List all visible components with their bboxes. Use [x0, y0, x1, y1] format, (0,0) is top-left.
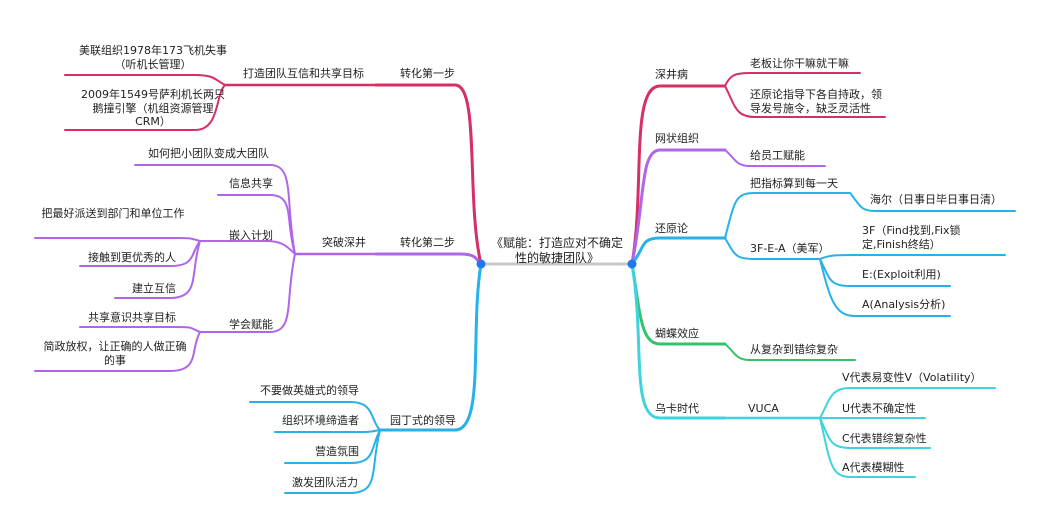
edge-embed-child3: [114, 240, 201, 299]
edge-root-step1: [374, 83, 483, 266]
node-vuca-era[interactable]: 乌卡时代: [655, 402, 699, 415]
node-gardener-item3[interactable]: 营造氛围: [315, 445, 359, 458]
node-daily-metrics[interactable]: 把指标算到每一天: [750, 177, 838, 190]
node-trust-item2[interactable]: 2009年1549号萨利机长两只鹅撞引擎（机组资源管理CRM）: [81, 88, 225, 128]
node-embed-child2[interactable]: 接触到更优秀的人: [88, 251, 176, 264]
node-info-share[interactable]: 信息共享: [229, 177, 273, 190]
edge-wells-item2: [217, 194, 296, 255]
edge-trust-item2: [64, 84, 226, 131]
edge-gardener-item4: [284, 429, 381, 494]
node-haier[interactable]: 海尔（日事日毕日事日清）: [870, 193, 1002, 206]
node-deepwell-item1[interactable]: 老板让你干嘛就干嘛: [750, 57, 849, 70]
edge-reduction-item2: [724, 237, 821, 260]
node-embed-child3[interactable]: 建立互信: [132, 282, 176, 295]
edge-network-item1: [724, 149, 826, 167]
edge-trust-item1: [64, 74, 226, 86]
node-network-item1[interactable]: 给员工赋能: [750, 149, 805, 162]
node-butterfly-item1[interactable]: 从复杂到错综复杂: [750, 343, 838, 356]
edge-3fea-child2: [819, 258, 951, 287]
node-deep-well[interactable]: 深井病: [655, 68, 688, 81]
edge-root-network: [630, 148, 727, 266]
right-root-dot: [627, 259, 637, 269]
root-title[interactable]: 《赋能：打造应对不确定性的敏捷团队》: [490, 236, 623, 265]
edge-embed-child2: [79, 240, 201, 267]
edge-plan-child1: [849, 192, 1016, 212]
edge-reduction-item1: [724, 192, 851, 239]
edge-3fea-child3: [819, 258, 951, 317]
node-small-to-big-team[interactable]: 如何把小团队变成大团队: [148, 147, 269, 160]
node-deepwell-item2[interactable]: 还原论指导下各自持政，领导发号施令，缺乏灵活性: [750, 88, 882, 115]
edge-empower-child2: [34, 331, 201, 372]
edge-wells-item4: [199, 253, 296, 333]
edge-empower-child1: [79, 326, 201, 333]
node-empower-child1[interactable]: 共享意识共享目标: [88, 311, 176, 324]
left-root-dot: [476, 259, 486, 269]
node-exploit[interactable]: E:(Exploit利用): [862, 268, 941, 281]
node-step1[interactable]: 转化第一步: [400, 67, 455, 80]
edge-root-step2: [374, 252, 483, 266]
edge-root-vuca-era: [630, 262, 727, 420]
edge-3fea-child1: [819, 254, 1006, 260]
node-vuca-a[interactable]: A代表模糊性: [842, 461, 905, 474]
node-break-wells[interactable]: 突破深井: [322, 236, 366, 249]
edge-deepwell-item2: [724, 85, 886, 118]
edge-embed-child1: [34, 237, 201, 242]
node-vuca-c[interactable]: C代表错综复杂性: [842, 432, 927, 445]
node-gardener-item4[interactable]: 激发团队活力: [292, 476, 358, 489]
node-embed-child1[interactable]: 把最好派送到部门和单位工作: [41, 207, 185, 220]
node-gardener[interactable]: 园丁式的领导: [390, 414, 456, 427]
edge-gardener-item2: [274, 429, 381, 433]
node-empower-child2[interactable]: 简政放权，让正确的人做正确的事: [43, 340, 187, 367]
node-3fea[interactable]: 3F-E-A（美军）: [750, 242, 830, 255]
node-gardener-item2[interactable]: 组织环境缔造者: [282, 414, 359, 427]
node-embed-plan[interactable]: 嵌入计划: [229, 229, 273, 242]
edge-gardener-item1: [249, 401, 381, 431]
edge-root-reduction: [630, 236, 727, 266]
edge-wells-item3: [199, 240, 296, 255]
node-step2[interactable]: 转化第二步: [400, 236, 455, 249]
node-vuca[interactable]: VUCA: [748, 402, 779, 415]
node-butterfly[interactable]: 蝴蝶效应: [655, 327, 699, 340]
edge-vuca-item4: [819, 417, 916, 478]
edge-vuca-item3: [819, 417, 931, 449]
node-gardener-item1[interactable]: 不要做英雄式的领导: [260, 384, 359, 397]
node-learn-empower[interactable]: 学会赋能: [229, 318, 273, 331]
edge-gardener-item3: [284, 429, 381, 464]
edge-vuca-item1: [819, 387, 996, 419]
node-3f[interactable]: 3F（Find找到,Fix锁定,Finish终结）: [862, 224, 961, 251]
node-reduction[interactable]: 还原论: [655, 222, 688, 235]
edge-deepwell-item1: [724, 72, 861, 87]
node-trust-item1[interactable]: 美联组织1978年173飞机失事（听机长管理）: [79, 44, 227, 71]
node-analysis[interactable]: A(Analysis分析): [862, 298, 946, 311]
node-vuca-u[interactable]: U代表不确定性: [842, 402, 917, 415]
node-network[interactable]: 网状组织: [655, 132, 699, 145]
node-build-trust[interactable]: 打造团队互信和共享目标: [243, 67, 364, 80]
edge-root-gardener: [378, 262, 483, 432]
node-vuca-v[interactable]: V代表易变性V（Volatility）: [842, 371, 982, 384]
edge-wells-item1: [134, 164, 296, 255]
edge-butterfly-item1: [724, 343, 856, 361]
